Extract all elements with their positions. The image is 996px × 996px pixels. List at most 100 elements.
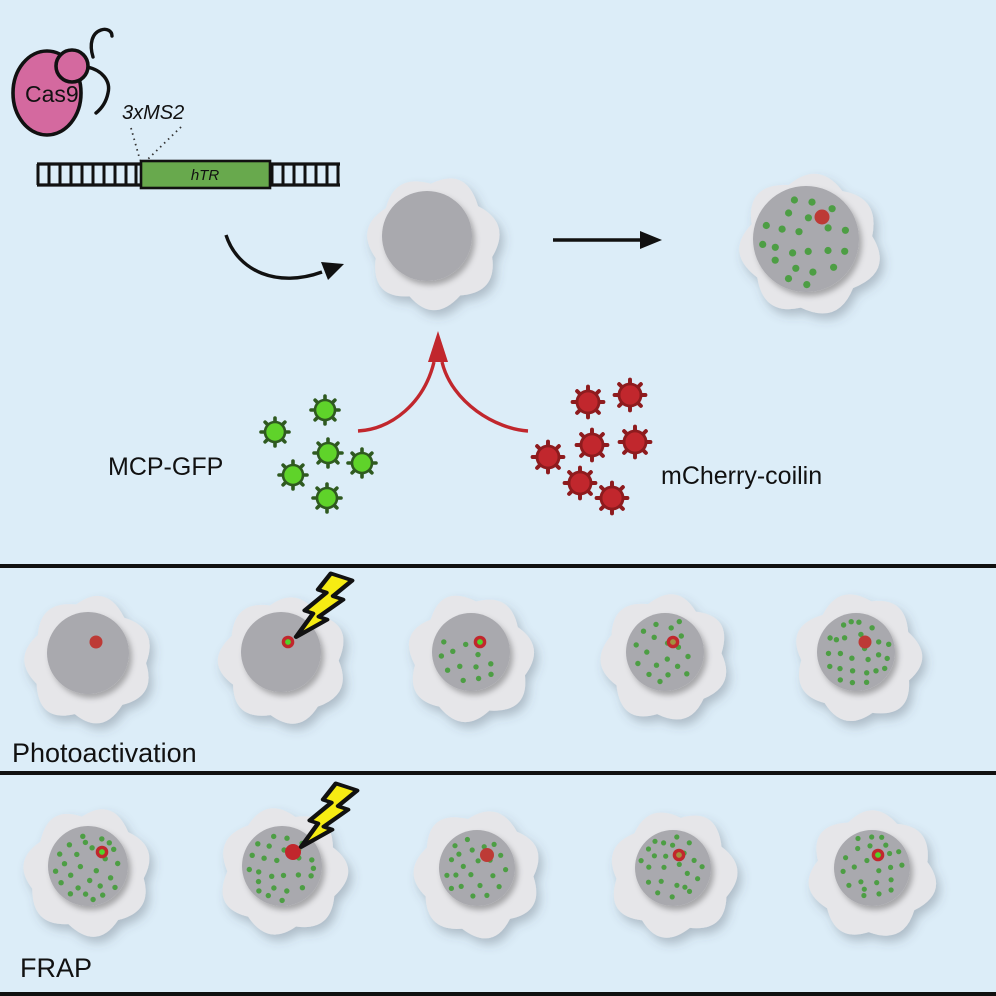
gfp-speckle — [841, 226, 850, 234]
gfp-speckle — [661, 864, 667, 870]
gfp-speckle — [658, 878, 664, 884]
gfp-speckle — [851, 864, 857, 870]
gfp-speckle — [863, 679, 870, 685]
gfp-speckle — [843, 855, 849, 861]
cajal-body-green-ring — [871, 848, 885, 862]
gfp-speckle — [82, 891, 89, 897]
gfp-speckle — [695, 876, 701, 882]
gfp-speckle — [837, 650, 844, 657]
gfp-speckle — [310, 865, 317, 871]
gfp-speckle — [450, 648, 456, 654]
gfp-speckle — [824, 224, 832, 232]
gfp-speckle — [837, 665, 843, 672]
gfp-speckle — [93, 868, 100, 874]
dna-rungs — [36, 164, 340, 185]
gfp-speckle — [633, 642, 639, 648]
cell-photoactivation-t4 — [585, 577, 747, 741]
gfp-speckle — [99, 836, 105, 842]
gfp-speckle — [674, 663, 681, 669]
gfp-speckle — [484, 892, 490, 899]
gfp-speckle — [661, 840, 667, 846]
cajal-body-red — [480, 848, 494, 862]
mcp-gfp-label: MCP-GFP — [108, 453, 223, 481]
nucleus — [753, 186, 859, 292]
cajal-body-green-ring — [95, 845, 109, 859]
gfp-speckle — [651, 634, 657, 640]
gfp-speckle — [460, 863, 466, 870]
workflow-arrows — [224, 231, 662, 280]
gfp-speckle — [804, 214, 813, 222]
gfp-speckle — [670, 842, 676, 848]
gfp-speckle — [66, 842, 73, 848]
cells-layer — [8, 165, 937, 964]
cajal-body-red — [285, 844, 301, 860]
gfp-speckle — [112, 884, 118, 891]
gfp-speckle — [883, 842, 889, 848]
gfp-speckle — [861, 886, 867, 892]
gfp-speckle — [849, 655, 855, 661]
cajal-body-green-ring — [281, 635, 295, 649]
gfp-speckle — [448, 885, 454, 892]
gfp-speckle — [855, 845, 861, 852]
gfp-speckle — [882, 665, 888, 672]
htr-gene-box — [139, 159, 272, 190]
gfp-speckle — [896, 849, 902, 855]
gfp-speckle — [295, 872, 302, 878]
gfp-speckle — [475, 675, 482, 682]
cell-photoactivation-t1 — [24, 595, 150, 724]
mcherry-particle-icon — [594, 480, 630, 516]
gfp-speckle — [691, 857, 697, 864]
gfp-speckle — [491, 841, 497, 848]
gfp-speckle — [265, 892, 271, 899]
gfp-speckle — [879, 834, 885, 840]
frap-section-label: FRAP — [20, 953, 92, 983]
gfp-speckle — [468, 872, 474, 878]
gfp-speckle — [790, 196, 799, 204]
gfp-speckle — [876, 639, 882, 645]
gfp-speckle — [464, 836, 470, 843]
photoactivation-section-label: Photoactivation — [12, 738, 197, 768]
gfp-speckle — [67, 891, 74, 897]
gfp-speckle — [684, 870, 690, 877]
gfp-speckle — [458, 883, 464, 890]
gfp-speckle — [80, 833, 86, 839]
gfp-speckle — [255, 878, 262, 885]
cell-frap-t5 — [808, 810, 937, 936]
gfp-speckle — [89, 845, 95, 851]
gfp-speckle — [771, 243, 779, 251]
gfp-speckle — [653, 662, 660, 668]
mcherry-particle-icon — [570, 384, 606, 420]
gfp-speckle — [888, 887, 894, 893]
gfp-speckle — [100, 892, 106, 898]
gfp-speckle — [686, 888, 693, 895]
gfp-speckle — [269, 873, 275, 879]
gfp-speckle — [246, 866, 252, 873]
gfp-speckle — [899, 862, 905, 868]
gfp-speckle — [778, 225, 786, 233]
gfp-speckle — [498, 852, 504, 858]
gfp-speckle — [685, 653, 691, 660]
gfp-speckle — [858, 631, 864, 638]
gfp-speckle — [640, 628, 647, 634]
sgrna-strand-icon — [85, 65, 111, 115]
gfp-speckle — [855, 835, 861, 842]
gfp-speckle — [771, 256, 779, 264]
gfp-speckle — [646, 864, 652, 870]
gfp-speckle — [274, 857, 280, 864]
gfp-speckle — [849, 668, 856, 674]
gfp-speckle — [473, 664, 479, 670]
gfp-speckle — [665, 672, 671, 678]
gfp-speckle — [657, 678, 663, 685]
cotransfection-arrowhead — [428, 331, 448, 362]
gfp-speckle — [827, 663, 833, 670]
cell-top-untransfected — [355, 165, 509, 320]
mcherry-particle-icon — [574, 427, 610, 463]
gfp-speckle — [255, 841, 261, 847]
mcherry-coilin-label: mCherry-coilin — [661, 462, 822, 490]
gfp-speckle — [833, 637, 840, 643]
cell-frap-t4 — [591, 791, 753, 955]
gfp-speckle — [475, 651, 481, 658]
gfp-speckle — [308, 873, 314, 879]
cas9-label: Cas9 — [25, 81, 79, 107]
gfp-speckle — [784, 275, 793, 283]
